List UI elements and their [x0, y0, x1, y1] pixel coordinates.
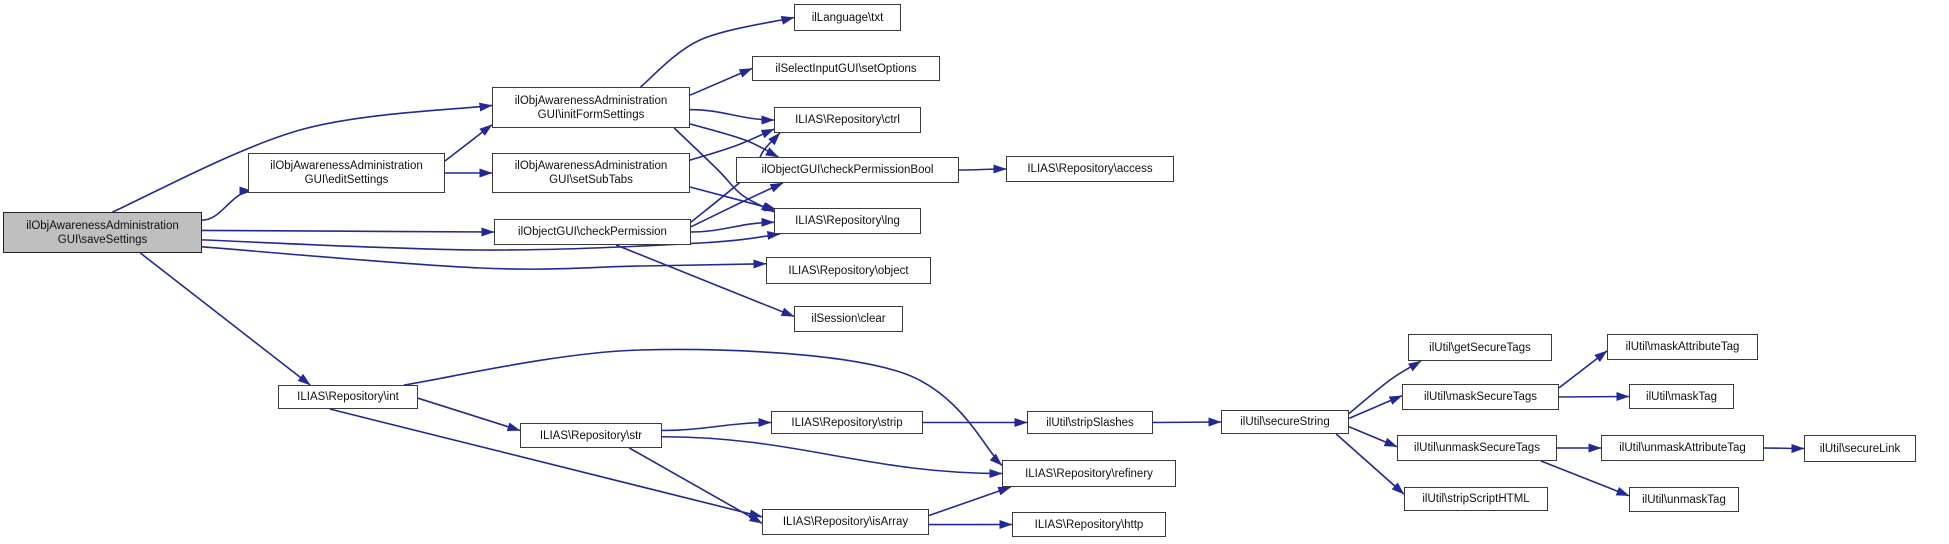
edge-checkPermissionBool-access: [958, 164, 1007, 174]
node-label-line: ILIAS\Repository\http: [1034, 518, 1144, 531]
edge-str-isArray: [628, 447, 763, 524]
node-strip[interactable]: ILIAS\Repository\strip: [771, 411, 923, 434]
edges-group: [112, 16, 1805, 530]
node-label-line: ilUtil\stripSlashes: [1046, 416, 1134, 429]
node-label-line: ilUtil\secureString: [1240, 416, 1330, 428]
node-label-line: GUI\editSettings: [304, 174, 389, 186]
node-secureString[interactable]: ilUtil\secureString: [1221, 410, 1349, 434]
node-setOptions[interactable]: ilSelectInputGUI\setOptions: [752, 56, 940, 81]
node-label-line: ilUtil\maskAttributeTag: [1625, 341, 1740, 353]
edge-str-refinery: [661, 435, 1003, 478]
edge-secureString-maskSecureTags: [1348, 394, 1403, 420]
node-label-line: GUI\initFormSettings: [537, 108, 645, 121]
node-label-line: ilObjAwarenessAdministration: [514, 94, 668, 107]
edge-checkPermission-lng: [690, 217, 775, 233]
node-lng[interactable]: ILIAS\Repository\lng: [774, 208, 921, 234]
node-label-line: ilSession\clear: [811, 313, 886, 325]
node-clear[interactable]: ilSession\clear: [794, 306, 903, 332]
edge-saveSettings-editSettings: [201, 186, 253, 221]
edge-str-strip: [661, 418, 772, 432]
node-label-line: ilObjAwarenessAdministration: [514, 160, 668, 172]
node-unmaskTag[interactable]: ilUtil\unmaskTag: [1629, 487, 1739, 512]
node-ctrl[interactable]: ILIAS\Repository\ctrl: [774, 107, 921, 133]
edge-saveSettings-checkPermission: [201, 227, 495, 237]
node-label-line: ILIAS\Repository\lng: [795, 215, 900, 227]
edge-initFormSettings-checkPermissionBool: [689, 123, 779, 158]
node-label-line: ilUtil\getSecureTags: [1429, 341, 1531, 354]
edge-maskSecureTags-maskTag: [1558, 392, 1630, 402]
node-stripSlashes[interactable]: ilUtil\stripSlashes: [1027, 411, 1153, 434]
node-label-line: ILIAS\Repository\refinery: [1025, 467, 1153, 480]
edge-int-refinery: [403, 348, 1003, 466]
node-label-line: ILIAS\Repository\isArray: [782, 516, 909, 528]
node-label-line: GUI\saveSettings: [57, 233, 148, 246]
node-label-line: ILIAS\Repository\access: [1027, 163, 1153, 175]
node-label-line: ILIAS\Repository\strip: [791, 416, 903, 429]
node-label-line: ilLanguage\txt: [811, 11, 884, 24]
node-str[interactable]: ILIAS\Repository\str: [520, 423, 662, 448]
node-stripScriptHTML[interactable]: ilUtil\stripScriptHTML: [1404, 487, 1548, 511]
node-maskSecureTags[interactable]: ilUtil\maskSecureTags: [1402, 384, 1559, 410]
edge-setSubTabs-ctrl: [689, 128, 775, 161]
edge-saveSettings-object: [201, 246, 767, 270]
node-label-line: ilSelectInputGUI\setOptions: [775, 62, 917, 75]
edge-int-str: [417, 397, 521, 432]
edge-secureString-unmaskSecureTags: [1348, 426, 1398, 448]
edge-editSettings-initFormSettings: [444, 124, 493, 162]
node-label-line: ILIAS\Repository\int: [297, 391, 399, 403]
edge-unmaskSecureTags-unmaskTag: [1540, 460, 1630, 497]
edge-unmaskAttributeTag-secureLink: [1763, 443, 1805, 453]
node-maskAttributeTag[interactable]: ilUtil\maskAttributeTag: [1607, 334, 1758, 360]
node-refinery[interactable]: ILIAS\Repository\refinery: [1002, 460, 1176, 487]
edge-setSubTabs-lng: [689, 186, 778, 212]
node-label-line: ilObjectGUI\checkPermissionBool: [761, 164, 934, 176]
node-access[interactable]: ILIAS\Repository\access: [1006, 156, 1174, 182]
edge-isArray-refinery: [928, 486, 1012, 517]
node-getSecureTags[interactable]: ilUtil\getSecureTags: [1408, 334, 1552, 361]
node-label-line: ilUtil\unmaskTag: [1642, 493, 1726, 506]
edge-initFormSettings-setOptions: [689, 67, 753, 96]
node-label-line: ILIAS\Repository\str: [539, 429, 643, 442]
node-checkPermission[interactable]: ilObjectGUI\checkPermission: [494, 219, 691, 245]
edge-saveSettings-lng: [201, 230, 781, 251]
node-txt[interactable]: ilLanguage\txt: [794, 4, 901, 31]
edge-initFormSettings-txt: [640, 16, 795, 88]
node-label-line: ilUtil\unmaskSecureTags: [1414, 442, 1540, 454]
node-label-line: ilObjAwarenessAdministration: [26, 219, 179, 232]
edge-stripSlashes-secureString: [1152, 417, 1222, 427]
edge-secureString-stripScriptHTML: [1335, 433, 1405, 495]
node-isArray[interactable]: ILIAS\Repository\isArray: [762, 509, 929, 535]
node-label-line: ilObjAwarenessAdministration: [270, 160, 423, 172]
node-checkPermissionBool[interactable]: ilObjectGUI\checkPermissionBool: [736, 157, 959, 183]
node-label-line: ilUtil\stripScriptHTML: [1422, 493, 1530, 505]
node-unmaskSecureTags[interactable]: ilUtil\unmaskSecureTags: [1397, 435, 1557, 461]
edge-initFormSettings-ctrl: [689, 108, 775, 125]
node-http[interactable]: ILIAS\Repository\http: [1012, 512, 1166, 537]
edge-secureString-getSecureTags: [1348, 360, 1422, 415]
edge-saveSettings-initFormSettings: [112, 102, 493, 213]
node-object[interactable]: ILIAS\Repository\object: [766, 257, 931, 284]
node-label-line: GUI\setSubTabs: [549, 174, 633, 186]
node-maskTag[interactable]: ilUtil\maskTag: [1629, 384, 1734, 409]
edge-saveSettings-int: [139, 252, 311, 386]
node-label-line: ILIAS\Repository\ctrl: [795, 114, 900, 126]
node-unmaskAttributeTag[interactable]: ilUtil\unmaskAttributeTag: [1601, 435, 1764, 461]
node-secureLink[interactable]: ilUtil\secureLink: [1804, 435, 1916, 462]
node-label-line: ilUtil\maskTag: [1646, 390, 1717, 403]
edge-checkPermission-checkPermissionBool: [690, 182, 784, 228]
edge-maskSecureTags-maskAttributeTag: [1558, 350, 1608, 389]
node-label-line: ilUtil\unmaskAttributeTag: [1619, 442, 1746, 454]
node-int[interactable]: ILIAS\Repository\int: [278, 385, 418, 409]
node-label-line: ilObjectGUI\checkPermission: [518, 226, 667, 238]
node-label-line: ILIAS\Repository\object: [788, 264, 909, 277]
node-label-line: ilUtil\secureLink: [1819, 442, 1901, 455]
node-label-line: ilUtil\maskSecureTags: [1423, 391, 1538, 403]
edge-checkPermission-clear: [615, 244, 795, 318]
edge-int-isArray: [329, 408, 763, 519]
